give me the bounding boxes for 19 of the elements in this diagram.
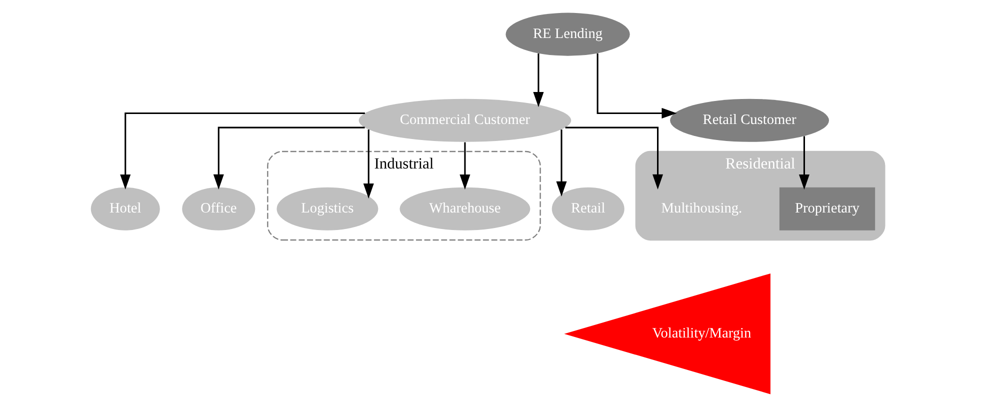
node-ellipse: Hotel [90,187,160,230]
arrow [798,136,810,190]
node-ellipse: Wharehouse [400,187,530,230]
arrow [460,142,470,190]
node-ellipse: Retail Customer [670,98,830,142]
arrow [565,126,664,190]
node-ellipse: RE Lending [506,12,630,56]
node-ellipse: Retail [552,187,624,230]
arrow [120,112,365,190]
node-ellipse: Logistics [276,187,378,230]
arrow [363,130,374,199]
node-box: Proprietary [779,187,876,230]
arrow [213,126,365,190]
arrow [533,53,544,108]
node-ellipse: Office [182,187,256,230]
arrow [556,130,567,196]
arrow [596,53,677,118]
node-ellipse: Commercial Customer [358,98,572,142]
node-text: Multihousing. [661,200,742,217]
